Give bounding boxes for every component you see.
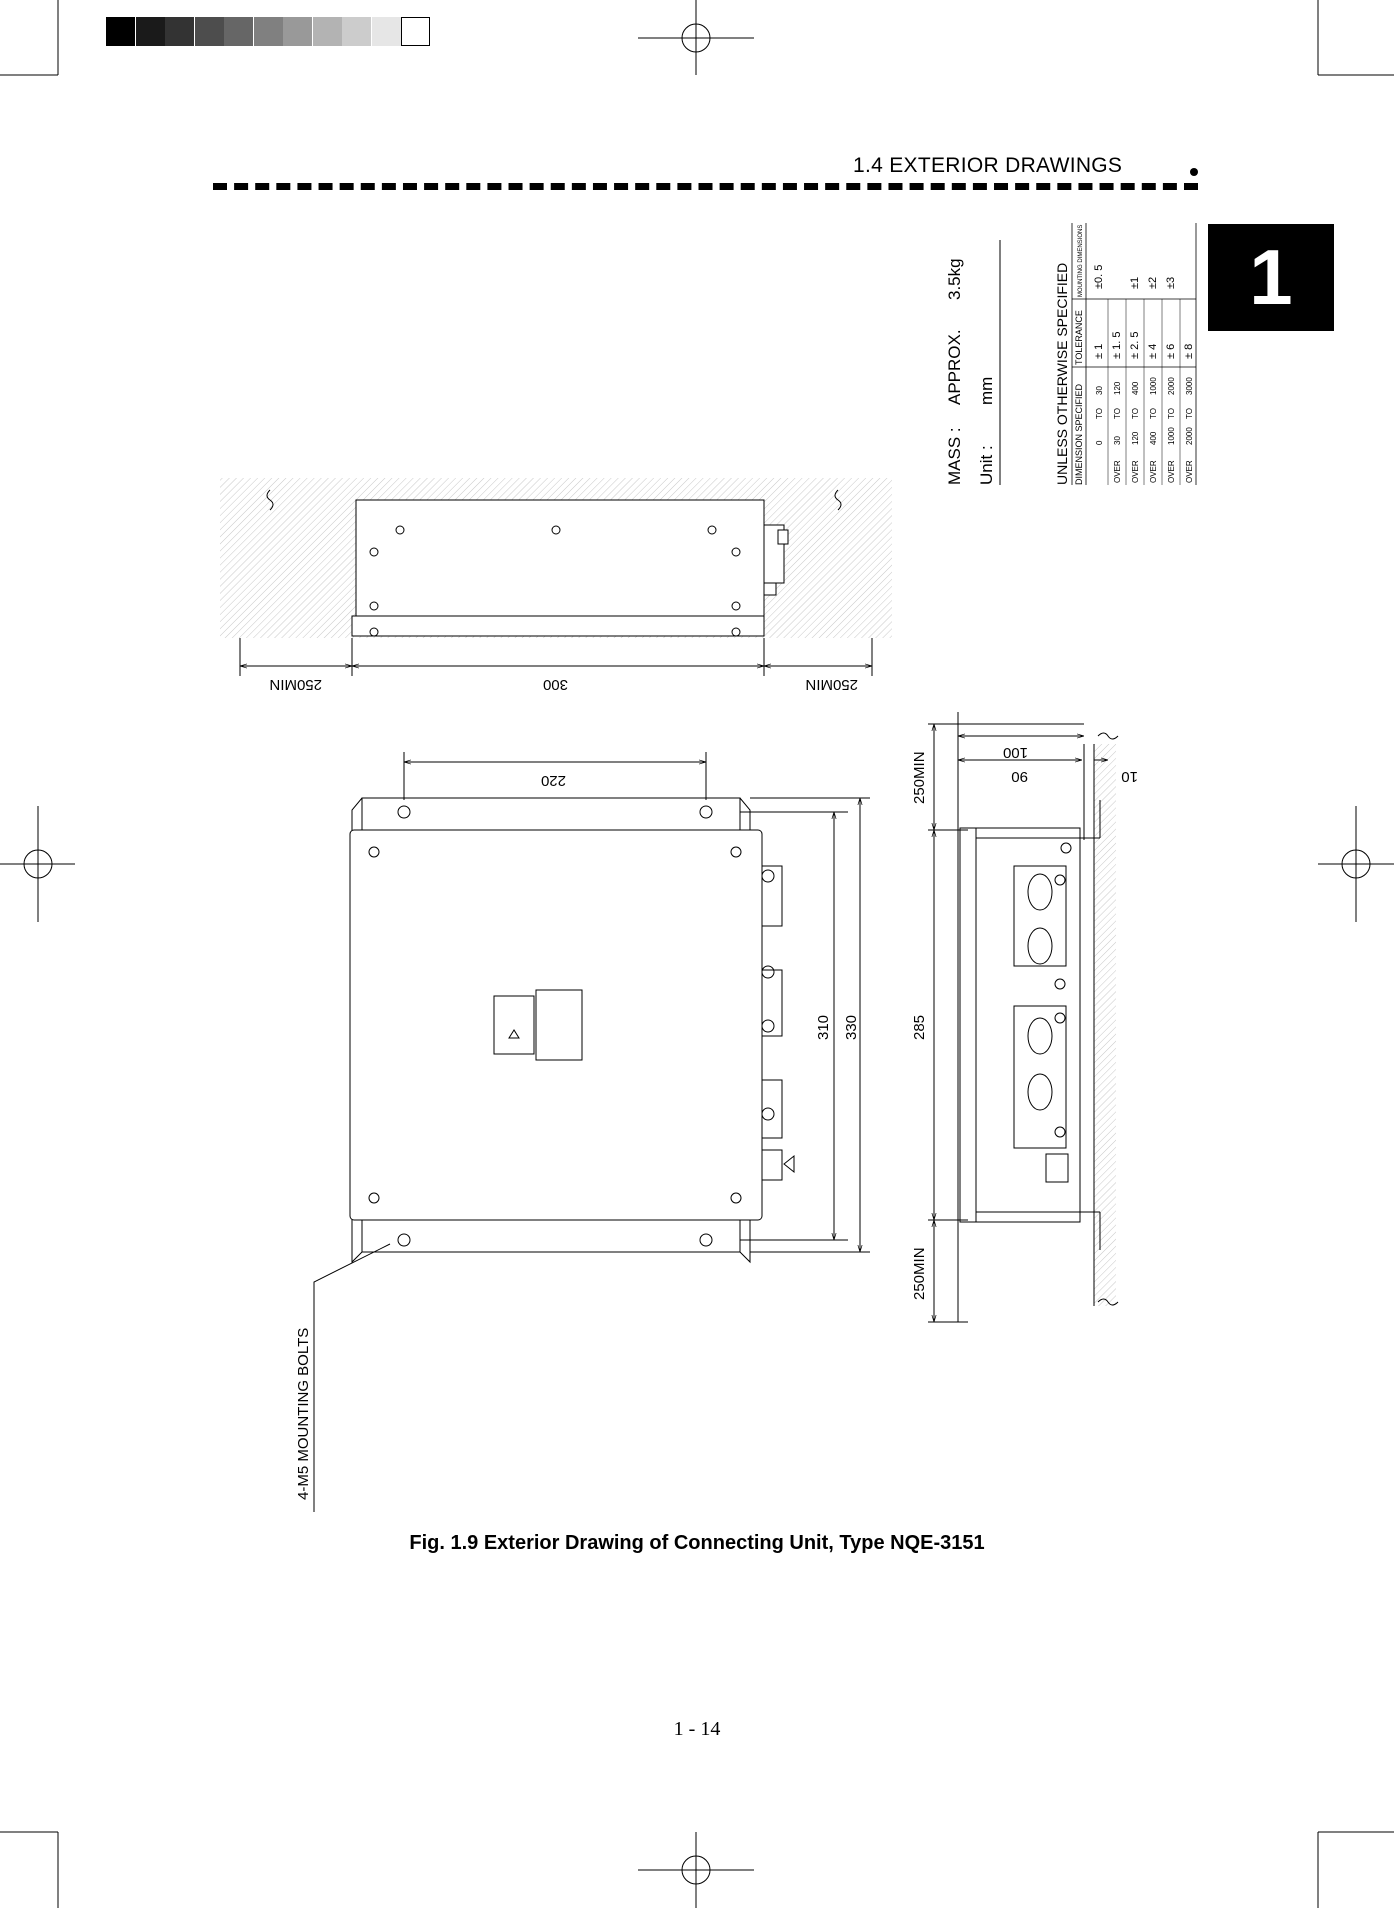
mounting-bolts-note: 4-M5 MOUNTING BOLTS (295, 1328, 312, 1500)
tolerance-cell-mount: ±3 (1165, 277, 1177, 289)
col-dimension-specified: DIMENSION SPECIFIED (1074, 383, 1084, 485)
spec-block: MASS : APPROX. 3.5kg Unit : mm UNLESS OT… (945, 223, 1197, 485)
tolerance-cell-mount: ±0. 5 (1093, 265, 1105, 289)
tolerance-cell-to: 120 (1113, 381, 1122, 395)
tolerance-cell-tol: ± 4 (1147, 344, 1159, 359)
tolerance-cell-to_label: TO (1167, 408, 1176, 419)
tolerance-cell-from: 2000 (1185, 427, 1194, 445)
grayscale-swatch (224, 17, 253, 46)
grayscale-swatch (342, 17, 371, 46)
tolerance-cell-from: 400 (1149, 431, 1158, 445)
grayscale-swatch (283, 17, 312, 46)
mass-amount: 3.5kg (945, 258, 964, 300)
tolerance-cell-to: 1000 (1149, 377, 1158, 395)
tolerance-cell-prefix: OVER (1149, 460, 1158, 483)
side-view (928, 712, 1119, 1323)
grayscale-swatch (371, 17, 401, 46)
tolerance-cell-prefix: OVER (1131, 460, 1140, 483)
front-dim-220: 220 (541, 772, 566, 789)
tolerance-cell-mount: ±1 (1129, 277, 1141, 289)
side-dim-285: 285 (911, 1015, 928, 1040)
tolerance-cell-to_label: TO (1095, 408, 1104, 419)
grayscale-swatch (135, 17, 165, 46)
tolerance-cell-to: 3000 (1185, 377, 1194, 395)
front-dim-310: 310 (815, 1015, 832, 1040)
grayscale-swatch (253, 17, 283, 46)
tolerance-cell-tol: ± 8 (1183, 344, 1195, 359)
tolerance-cell-tol: ± 6 (1165, 344, 1177, 359)
tolerance-cell-to_label: TO (1149, 408, 1158, 419)
tolerance-cell-from: 0 (1095, 440, 1104, 445)
page-number: 1 - 14 (673, 1718, 721, 1740)
tolerance-cell-prefix: OVER (1167, 460, 1176, 483)
tolerance-cell-from: 120 (1131, 431, 1140, 445)
tolerance-cell-prefix: OVER (1113, 460, 1122, 483)
mass-value: APPROX. (945, 329, 964, 405)
top-view (220, 478, 892, 676)
grayscale-swatch (312, 17, 342, 46)
tolerance-cell-to: 2000 (1167, 377, 1176, 395)
tolerance-cell-to: 30 (1095, 386, 1104, 395)
tolerance-cell-from: 30 (1113, 436, 1122, 445)
header-dashed-rule (213, 183, 1198, 190)
tolerance-cell-to_label: TO (1185, 408, 1194, 419)
mass-label: MASS : (945, 427, 964, 485)
top-dim-right: 250MIN (805, 676, 858, 693)
grayscale-swatch (165, 17, 194, 46)
grayscale-swatch (106, 17, 135, 46)
tolerance-cell-tol: ± 1. 5 (1111, 332, 1123, 359)
col-tolerance: TOLERANCE (1074, 310, 1084, 365)
top-dim-center: 300 (543, 676, 568, 693)
side-dim-90: 90 (1011, 768, 1028, 785)
tolerance-cell-from: 1000 (1167, 427, 1176, 445)
tolerance-cell-tol: ± 1 (1093, 344, 1105, 359)
tolerance-table-title: UNLESS OTHERWISE SPECIFIED (1054, 263, 1070, 485)
grayscale-swatch (401, 17, 430, 46)
tolerance-cell-tol: ± 2. 5 (1129, 332, 1141, 359)
front-view (313, 752, 870, 1512)
tolerance-cell-to: 400 (1131, 381, 1140, 395)
tolerance-cell-to_label: TO (1131, 408, 1140, 419)
unit-value: mm (977, 377, 996, 405)
side-dim-top: 250MIN (911, 751, 928, 804)
header-bullet (1190, 168, 1198, 176)
tolerance-table: UNLESS OTHERWISE SPECIFIED DIMENSION SPE… (1054, 223, 1197, 485)
chapter-tab: 1 (1208, 224, 1334, 331)
tolerance-cell-to_label: TO (1113, 408, 1122, 419)
side-dim-bottom: 250MIN (911, 1247, 928, 1300)
side-dim-100: 100 (1003, 744, 1028, 761)
figure-caption: Fig. 1.9 Exterior Drawing of Connecting … (409, 1532, 985, 1554)
front-dim-330: 330 (843, 1015, 860, 1040)
col-mounting-dimensions: MOUNTING DIMENSIONS (1078, 225, 1084, 297)
grayscale-swatch (194, 17, 224, 46)
tolerance-cell-mount: ±2 (1147, 277, 1159, 289)
section-title: 1.4 EXTERIOR DRAWINGS (853, 154, 1123, 177)
side-dim-10: 10 (1121, 768, 1138, 785)
tolerance-cell-prefix: OVER (1185, 460, 1194, 483)
top-dim-left: 250MIN (269, 676, 322, 693)
unit-label: Unit : (977, 445, 996, 485)
